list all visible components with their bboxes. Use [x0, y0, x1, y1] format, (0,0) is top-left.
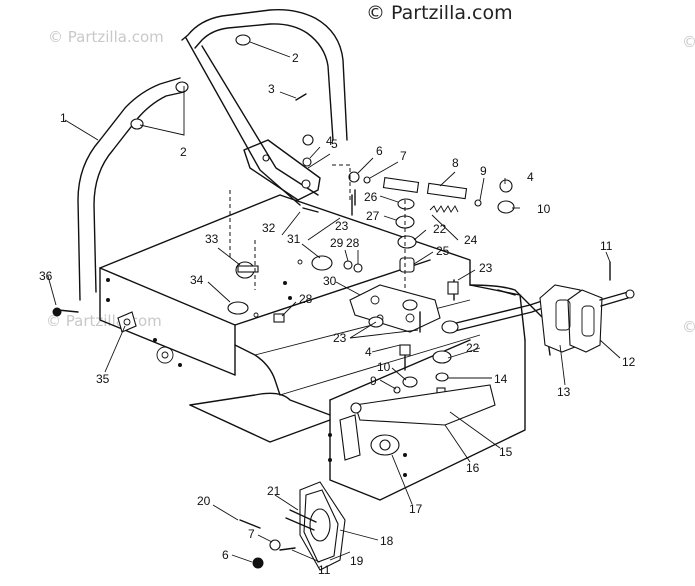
handlebar-caps [130, 34, 251, 130]
callout-5: 5 [331, 137, 338, 151]
callout-28a: 28 [346, 236, 360, 250]
callout-8: 8 [452, 156, 459, 170]
callout-16: 16 [466, 461, 480, 475]
callout-30: 30 [323, 274, 337, 288]
callout-10a: 10 [537, 202, 551, 216]
lower-nut-stack [393, 350, 452, 394]
callout-11b: 11 [318, 563, 331, 577]
callout-25: 25 [436, 244, 450, 258]
callout-13: 13 [557, 385, 571, 399]
front-spindle [539, 284, 635, 353]
callout-1: 1 [60, 111, 67, 125]
callout-6b: 6 [222, 548, 229, 562]
steering-arm-plate [349, 284, 441, 333]
callout-12: 12 [622, 355, 636, 369]
callout-4a: 4 [326, 134, 333, 148]
watermark-faint-top-right: © [682, 33, 695, 51]
callout-18: 18 [380, 534, 394, 548]
callout-11a: 11 [600, 239, 613, 253]
callout-22b: 22 [466, 341, 480, 355]
steering-post-tube [77, 8, 348, 301]
callout-10b: 10 [377, 360, 391, 374]
callout-2a: 2 [292, 51, 299, 65]
leader-lines [47, 41, 621, 563]
callout-9a: 9 [480, 164, 487, 178]
pedal-assembly [239, 481, 346, 571]
callout-23a: 23 [335, 219, 349, 233]
callout-14: 14 [494, 372, 508, 386]
callout-19: 19 [350, 554, 364, 568]
callout-36: 36 [39, 269, 53, 283]
watermark-faint-top-left: © Partzilla.com [48, 28, 164, 46]
foot-plate [339, 414, 400, 461]
callout-6a: 6 [376, 144, 383, 158]
callout-23b: 23 [479, 261, 493, 275]
callout-9b: 9 [370, 374, 377, 388]
callout-28b: 28 [299, 292, 313, 306]
steering-bracket [243, 139, 321, 201]
callout-33: 33 [205, 232, 219, 246]
callout-32: 32 [262, 221, 276, 235]
pivot-bushing-stack [395, 198, 417, 300]
callout-31: 31 [287, 232, 301, 246]
lower-bracket-plate [350, 384, 496, 426]
callout-22a: 22 [433, 222, 447, 236]
callout-15: 15 [499, 445, 513, 459]
callout-numbers: 2 2 1 3 4 5 6 7 8 9 4 10 26 27 22 24 25 … [39, 51, 636, 577]
callout-7a: 7 [400, 149, 407, 163]
callout-7b: 7 [248, 527, 255, 541]
callout-26: 26 [364, 190, 378, 204]
callout-3: 3 [268, 82, 275, 96]
callout-4c: 4 [365, 345, 372, 359]
callout-29: 29 [330, 236, 344, 250]
callout-24: 24 [464, 233, 478, 247]
small-screws [52, 93, 611, 317]
callout-4b: 4 [527, 170, 534, 184]
callout-34: 34 [190, 273, 204, 287]
left-pivot-parts [227, 255, 363, 323]
watermark-main: © Partzilla.com [366, 2, 513, 24]
callout-35: 35 [96, 372, 110, 386]
side-plate-left [117, 311, 137, 333]
watermark-faint-right-mid: © [682, 318, 695, 336]
callout-20: 20 [197, 494, 211, 508]
callout-27: 27 [366, 209, 380, 223]
tie-rod-assembly [348, 171, 549, 334]
callout-21: 21 [267, 484, 281, 498]
chassis-frame [99, 194, 551, 501]
callout-17: 17 [409, 502, 423, 516]
callout-23c: 23 [333, 331, 347, 345]
callout-2b: 2 [180, 145, 187, 159]
